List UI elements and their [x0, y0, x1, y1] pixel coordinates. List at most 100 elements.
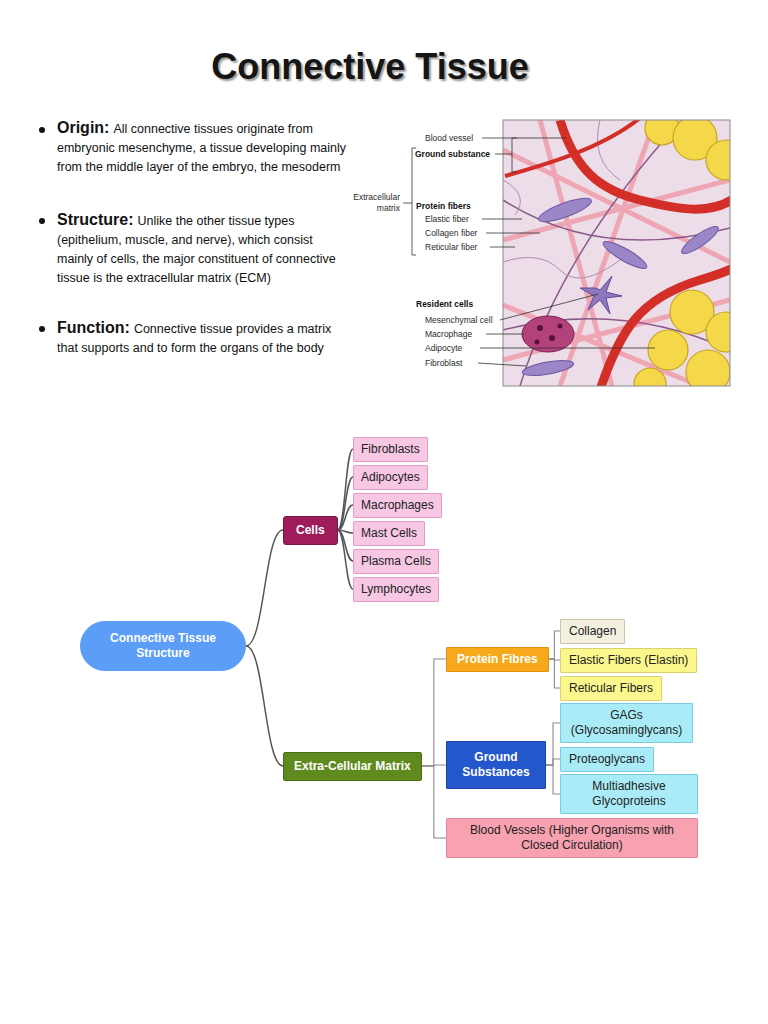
- connector: [549, 659, 560, 688]
- leaf-box: Elastic Fibers (Elastin): [560, 648, 697, 673]
- connector: [549, 631, 560, 659]
- leaf-box: Adipocytes: [353, 465, 428, 490]
- node-text: Adipocytes: [361, 470, 420, 485]
- part-label: Reticular fiber: [425, 242, 477, 253]
- part-label: Resident cells: [416, 299, 473, 310]
- connector: [338, 477, 353, 530]
- part-label: Elastic fiber: [425, 214, 469, 225]
- connector: [422, 659, 446, 766]
- bracket: [403, 148, 416, 255]
- bullet-dot: [39, 127, 45, 133]
- bullet-dot: [39, 218, 45, 224]
- node-text: Ground Substances: [453, 750, 539, 780]
- leaf-box: Lymphocytes: [353, 577, 439, 602]
- node-text: Proteoglycans: [569, 752, 645, 767]
- part-label: Protein fibers: [416, 201, 471, 212]
- leaf-box: Reticular Fibers: [560, 676, 662, 701]
- connector: [246, 646, 283, 766]
- bullet-heading: Origin:: [57, 119, 109, 136]
- branch-box: Cells: [283, 516, 338, 545]
- fibroblast-shape: [521, 358, 574, 379]
- adipocyte-shape: [648, 330, 688, 370]
- leader-line: [490, 247, 515, 248]
- macrophage-shape: [522, 316, 574, 352]
- connector: [338, 449, 353, 530]
- adipocyte-shape: [634, 368, 666, 386]
- bullet-heading: Function:: [57, 319, 130, 336]
- fibroblast-shape: [679, 222, 722, 257]
- part-label: Ground substance: [415, 149, 490, 160]
- connector: [422, 766, 446, 838]
- leader-lines: [403, 138, 655, 366]
- node-text: Blood Vessels (Higher Organisms with Clo…: [455, 823, 689, 853]
- bullet-dot: [39, 326, 45, 332]
- connector: [546, 723, 560, 765]
- fibroblasts: [521, 194, 721, 379]
- node-text: GAGs (Glycosaminglycans): [567, 708, 686, 738]
- reticular-fibers: [503, 120, 620, 278]
- node-text: Plasma Cells: [361, 554, 431, 569]
- blood-vessel: [560, 120, 730, 386]
- leaf-box: Mast Cells: [353, 521, 425, 546]
- adipocyte-shape: [706, 140, 730, 180]
- connector: [338, 505, 353, 530]
- part-label: Fibroblast: [425, 358, 462, 369]
- part-label: Extracellular matrix: [350, 192, 400, 214]
- bullet-item: Function:Connective tissue provides a ma…: [57, 319, 347, 357]
- branch-box: Protein Fibres: [446, 647, 549, 672]
- leader-line: [478, 363, 526, 366]
- node-text: Connective Tissue Structure: [103, 631, 223, 661]
- granule: [558, 324, 563, 329]
- fibroblast-shape: [536, 194, 593, 226]
- node-text: Protein Fibres: [457, 652, 538, 667]
- connector: [338, 530, 353, 589]
- bullet-item: Structure:Unlike the other tissue types …: [57, 211, 347, 287]
- granule: [549, 335, 555, 341]
- leader-line: [482, 138, 566, 139]
- bracket: [495, 138, 517, 172]
- leader-line: [486, 233, 540, 234]
- macrophage-granules: [535, 324, 563, 345]
- node-text: Fibroblasts: [361, 442, 420, 457]
- leaf-box: Collagen: [560, 619, 625, 644]
- leaf-box: Blood Vessels (Higher Organisms with Clo…: [446, 818, 698, 858]
- page-title: Connective Tissue: [0, 46, 740, 88]
- node-text: Multiadhesive Glycoproteins: [567, 779, 691, 809]
- fibroblast-shape: [600, 237, 649, 272]
- adipocytes: [634, 120, 730, 386]
- leader-line: [486, 334, 524, 335]
- part-label: Adipocyte: [425, 343, 462, 354]
- leader-line: [480, 348, 655, 349]
- node-text: Collagen: [569, 624, 616, 639]
- capillary: [505, 120, 640, 176]
- connector: [546, 759, 560, 765]
- part-label: Collagen fiber: [425, 228, 477, 239]
- granule: [537, 325, 543, 331]
- part-label: Blood vessel: [425, 133, 473, 144]
- leaf-box: Multiadhesive Glycoproteins: [560, 774, 698, 814]
- bullet-item: Origin:All connective tissues originate …: [57, 119, 347, 176]
- illustration-frame: [503, 120, 730, 386]
- mesenchymal-cell-shape: [580, 276, 622, 314]
- node-text: Extra-Cellular Matrix: [294, 759, 411, 774]
- connector: [246, 530, 283, 646]
- branch-box: Ground Substances: [446, 741, 546, 789]
- branch-box: Extra-Cellular Matrix: [283, 752, 422, 781]
- part-label: Mesenchymal cell: [425, 315, 493, 326]
- leader-line: [500, 294, 598, 320]
- leaf-box: Proteoglycans: [560, 747, 654, 772]
- granule: [535, 340, 540, 345]
- node-text: Elastic Fibers (Elastin): [569, 653, 688, 668]
- part-label: Macrophage: [425, 329, 472, 340]
- node-text: Mast Cells: [361, 526, 417, 541]
- node-text: Cells: [296, 523, 325, 538]
- root-node: Connective Tissue Structure: [80, 621, 246, 671]
- leaf-box: GAGs (Glycosaminglycans): [560, 703, 693, 743]
- tissue-illustration: [503, 120, 730, 386]
- leader-line: [482, 219, 522, 220]
- leaf-box: Macrophages: [353, 493, 442, 518]
- leaf-box: Fibroblasts: [353, 437, 428, 462]
- node-text: Lymphocytes: [361, 582, 431, 597]
- leaf-box: Plasma Cells: [353, 549, 439, 574]
